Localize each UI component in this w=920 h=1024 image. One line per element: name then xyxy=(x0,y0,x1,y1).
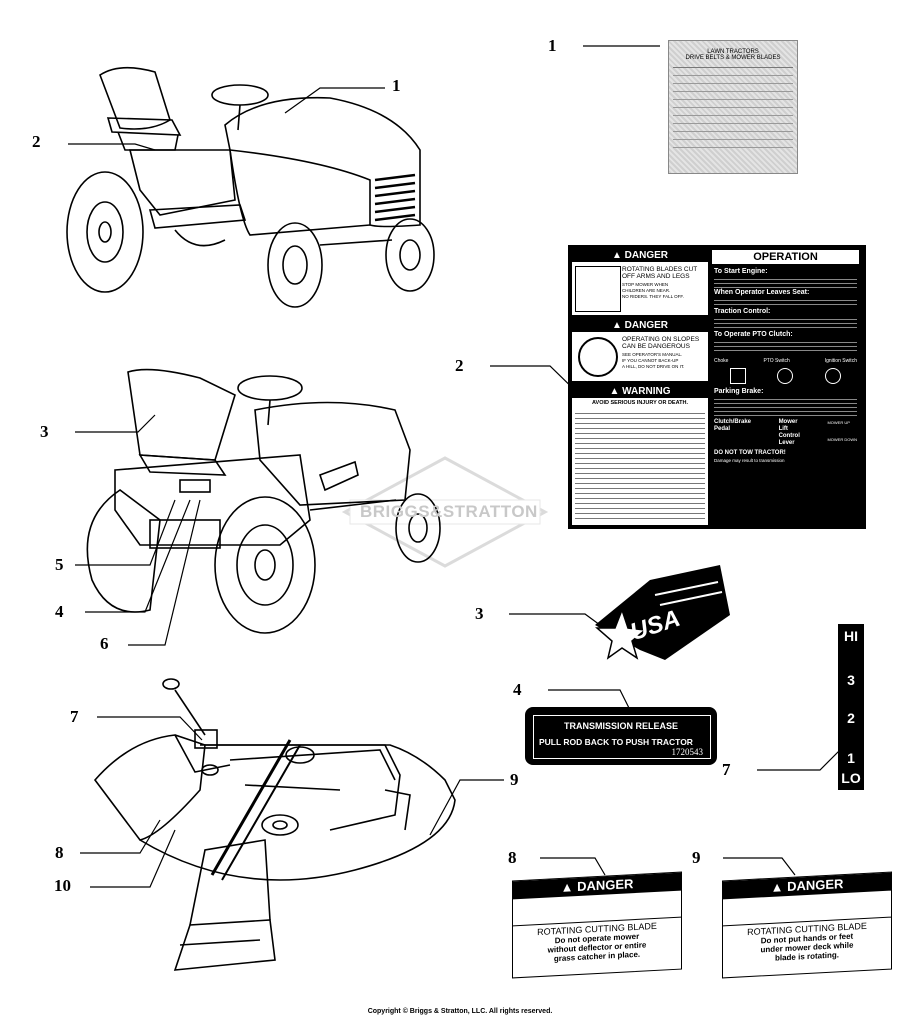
operation-parking-heading: Parking Brake: xyxy=(714,388,764,395)
danger-text: ROTATING BLADES CUT xyxy=(622,266,698,273)
callout-5-tractor: 5 xyxy=(55,555,64,574)
mower-up-label: MOWER UP xyxy=(827,420,850,425)
pto-switch-icon xyxy=(777,368,794,384)
do-not-tow-text: DO NOT TOW TRACTOR! xyxy=(714,450,786,456)
operation-text-lines xyxy=(714,396,857,416)
danger-small-text: IF YOU CANNOT BACK-UP xyxy=(622,358,679,363)
danger-small-text: STOP MOWER WHEN xyxy=(622,282,669,287)
transmission-release-title: TRANSMISSION RELEASE xyxy=(563,721,678,731)
danger-panel-slopes: ▲ DANGER OPERATING ON SLOPES CAN BE DANG… xyxy=(572,319,708,381)
mower-lift-label: Mower xyxy=(778,419,798,425)
ignition-switch-label: Ignition Switch xyxy=(824,358,857,364)
mower-lift-label: Lever xyxy=(778,440,795,446)
operation-leaves-heading: When Operator Leaves Seat: xyxy=(714,289,810,296)
callout-9-deck: 9 xyxy=(510,770,519,789)
decal-belts-rows xyxy=(673,67,793,148)
callout-6-tractor: 6 xyxy=(100,634,109,653)
warning-panel: ▲ WARNING AVOID SERIOUS INJURY OR DEATH. xyxy=(572,385,708,525)
choke-label: Choke xyxy=(714,358,729,364)
scale-3: 3 xyxy=(847,672,855,688)
decal-belts-title: LAWN TRACTORS xyxy=(707,49,759,55)
danger-header-text: DANGER xyxy=(577,876,634,895)
watermark-logo xyxy=(341,456,549,568)
danger-panel-blades: ▲ DANGER ROTATING BLADES CUT OFF ARMS AN… xyxy=(572,249,708,315)
operation-text-lines xyxy=(714,339,857,353)
callout-2-tractor: 2 xyxy=(32,132,41,151)
decal-belts-chart: LAWN TRACTORS DRIVE BELTS & MOWER BLADES xyxy=(668,40,798,174)
operation-text-lines xyxy=(714,276,857,288)
ignition-switch-icon xyxy=(825,368,842,384)
danger-header: ▲ DANGER xyxy=(572,249,708,262)
warning-subheading: AVOID SERIOUS INJURY OR DEATH. xyxy=(591,400,689,406)
danger-text: CAN BE DANGEROUS xyxy=(622,343,690,350)
danger-header-text: DANGER xyxy=(787,876,844,895)
transmission-release-part-number: 1720543 xyxy=(671,747,704,757)
decal-operation-left: ▲ DANGER ROTATING BLADES CUT OFF ARMS AN… xyxy=(572,249,708,525)
mower-lift-label: Control xyxy=(778,433,800,439)
decal-danger-deflector: ▲ DANGER ROTATING CUTTING BLADE Do not o… xyxy=(512,871,682,979)
scale-lo: LO xyxy=(841,770,861,786)
danger-small-text: CHILDREN ARE NEAR. xyxy=(622,288,671,293)
callout-3-tractor: 3 xyxy=(40,422,49,441)
operation-pto-heading: To Operate PTO Clutch: xyxy=(714,331,793,338)
mower-down-label: MOWER DOWN xyxy=(827,437,857,442)
watermark-text: BRIGGS&STRATTON xyxy=(360,502,538,521)
decal-danger-hands-feet: ▲ DANGER ROTATING CUTTING BLADE Do not p… xyxy=(722,871,892,979)
operation-text-lines xyxy=(714,316,857,330)
pedal-label: Pedal xyxy=(714,426,731,432)
blade-hazard-pictogram xyxy=(575,266,621,312)
callout-3-decal: 3 xyxy=(475,604,484,623)
callout-10-deck: 10 xyxy=(54,876,71,895)
clutch-brake-label: Clutch/Brake xyxy=(714,419,752,425)
transmission-release-instruction: PULL ROD BACK TO PUSH TRACTOR xyxy=(539,737,693,747)
callout-2-decal: 2 xyxy=(455,356,464,375)
scale-2: 2 xyxy=(847,710,855,726)
scale-1: 1 xyxy=(847,750,855,766)
decal-belts-subtitle: DRIVE BELTS & MOWER BLADES xyxy=(685,55,781,61)
decal-transmission-release: TRANSMISSION RELEASE PULL ROD BACK TO PU… xyxy=(525,707,717,765)
danger-header-text: DANGER xyxy=(624,320,669,331)
danger-header-text: DANGER xyxy=(624,250,669,261)
operation-header: OPERATION xyxy=(712,250,859,264)
scale-hi: HI xyxy=(844,628,858,644)
mower-deck xyxy=(93,678,456,971)
callout-4-tractor: 4 xyxy=(55,602,64,621)
choke-icon xyxy=(729,368,746,384)
tractor-front-view xyxy=(66,66,435,308)
tractor-rear-view xyxy=(86,368,441,634)
callout-7-decal: 7 xyxy=(722,760,731,779)
danger-small-text: A HILL, DO NOT DRIVE ON IT. xyxy=(622,364,685,369)
warning-header-text: WARNING xyxy=(622,386,671,397)
operation-panel: OPERATION To Start Engine: When Operator… xyxy=(711,249,860,525)
decal-height-scale: HI 3 2 1 LO xyxy=(838,624,864,790)
warning-body-lines xyxy=(575,409,705,521)
no-slope-pictogram xyxy=(578,337,618,377)
callout-8-decal: 8 xyxy=(508,848,517,867)
danger-small-text: NO RIDERS. THEY FALL OFF. xyxy=(622,294,684,299)
copyright-notice: Copyright © Briggs & Stratton, LLC. All … xyxy=(367,1008,553,1015)
mower-lift-label: Lift xyxy=(778,426,788,432)
callout-7-deck: 7 xyxy=(70,707,79,726)
operation-traction-heading: Traction Control: xyxy=(714,308,771,315)
danger-text: OFF ARMS AND LEGS xyxy=(622,273,690,280)
decal-operation: ▲ DANGER ROTATING BLADES CUT OFF ARMS AN… xyxy=(568,245,866,529)
do-not-tow-subtext: Damage may result to transmission xyxy=(714,458,785,463)
operation-start-heading: To Start Engine: xyxy=(714,268,768,275)
warning-header: ▲ WARNING xyxy=(572,385,708,398)
operation-text-lines xyxy=(714,297,857,307)
pto-switch-label: PTO Switch xyxy=(763,358,790,364)
callout-1-decal: 1 xyxy=(548,36,557,55)
callout-9-decal: 9 xyxy=(692,848,701,867)
danger-text: OPERATING ON SLOPES xyxy=(622,336,700,343)
danger-small-text: SEE OPERATOR'S MANUAL. xyxy=(622,352,683,357)
callout-4-decal: 4 xyxy=(513,680,522,699)
danger-header: ▲ DANGER xyxy=(572,319,708,332)
callout-8-deck: 8 xyxy=(55,843,64,862)
callout-1-tractor: 1 xyxy=(392,76,401,95)
